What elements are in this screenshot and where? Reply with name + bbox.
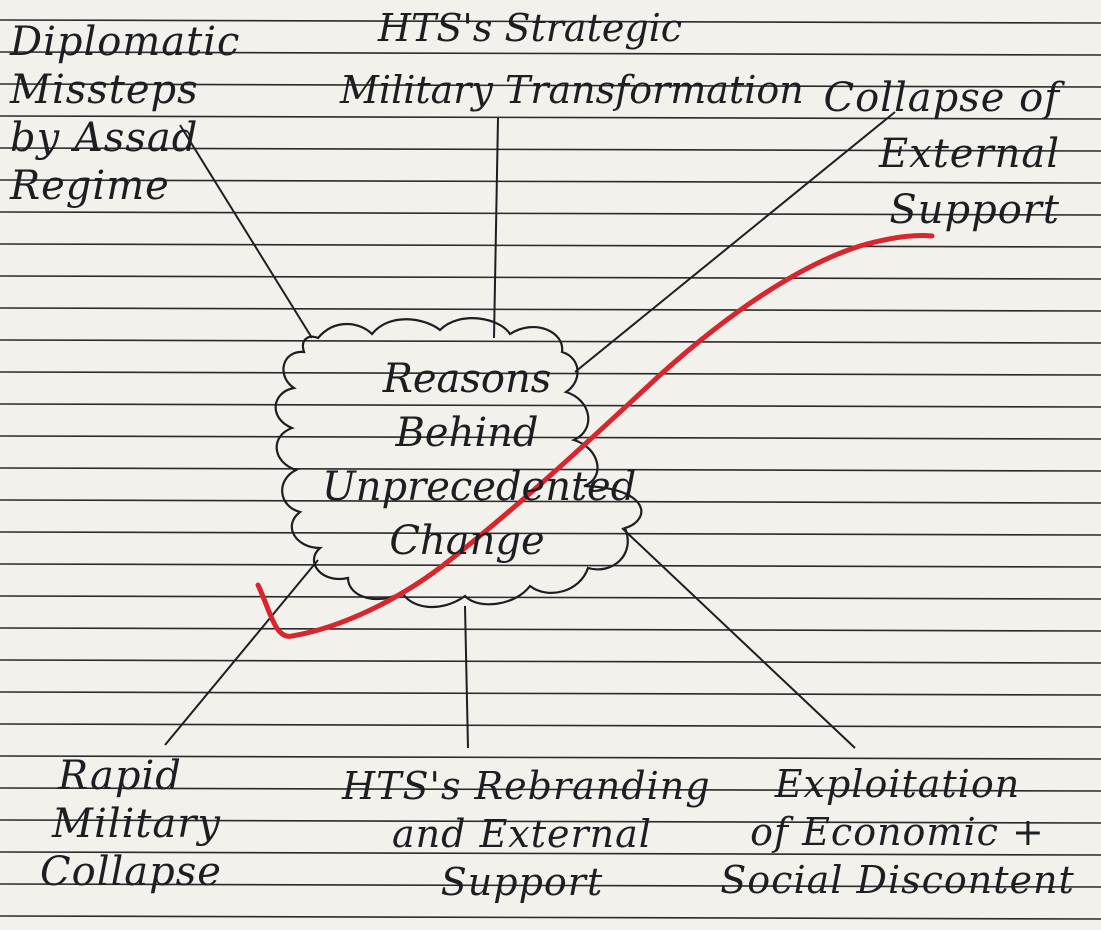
ruled-line (0, 723, 1101, 728)
ruled-line (0, 595, 1101, 600)
ruled-line (0, 275, 1101, 280)
connector-lines (164, 111, 896, 749)
connector-discontent (621, 527, 856, 749)
ruled-line (0, 179, 1101, 184)
ruled-line (0, 563, 1101, 568)
ruled-line (0, 211, 1101, 216)
center-line-2: Behind (395, 410, 539, 456)
node-line: HTS's Strategic (377, 6, 683, 50)
ruled-line (0, 371, 1101, 376)
node-line: Support (440, 860, 604, 904)
node-line: and External (392, 812, 652, 856)
node-hts-rebranding: HTS's Rebranding and External Support (342, 762, 711, 906)
node-external-support: Collapse of External Support (770, 74, 1060, 234)
ruled-line (0, 467, 1101, 472)
node-discontent: Exploitation of Economic + Social Discon… (700, 760, 1095, 904)
node-hts-strategic: HTS's Strategic Military Transformation (340, 4, 804, 114)
connector-hts-strategic (493, 117, 499, 339)
ruled-line (0, 307, 1101, 312)
node-diplomatic: Diplomatic Missteps by Assad Regime (10, 18, 250, 210)
node-line: Exploitation (774, 762, 1021, 806)
ruled-line (0, 339, 1101, 344)
connector-hts-rebranding (464, 605, 469, 749)
ruled-line (0, 819, 1101, 824)
node-line: Collapse of (823, 75, 1060, 121)
ruled-line (0, 243, 1101, 248)
ruled-line (0, 531, 1101, 536)
ruled-line (0, 755, 1101, 760)
ruled-line (0, 403, 1101, 408)
node-line: Social Discontent (720, 858, 1075, 902)
ruled-line (0, 83, 1101, 88)
ruled-line (0, 115, 1101, 120)
ruled-line (0, 499, 1101, 504)
ruled-line (0, 51, 1101, 56)
center-line-1: Reasons (382, 356, 552, 402)
center-line-3: Unprecedented (322, 464, 637, 510)
center-cloud (274, 317, 643, 609)
ruled-line (0, 147, 1101, 152)
connector-diplomatic (179, 124, 313, 339)
ruled-line (0, 883, 1101, 888)
node-line: Military Transformation (340, 68, 804, 112)
ruled-line (0, 659, 1101, 664)
node-line: Missteps (10, 67, 199, 113)
center-line-4: Change (389, 518, 545, 564)
node-line: by Assad (10, 115, 199, 161)
red-check-mark (255, 233, 935, 639)
ruled-line (0, 627, 1101, 632)
connector-external-support (574, 111, 896, 373)
center-topic: Reasons Behind Unprecedented Change (322, 352, 637, 568)
connector-military-collapse (164, 559, 319, 746)
ruled-line (0, 435, 1101, 440)
node-line: of Economic + (750, 810, 1045, 854)
node-line: Military (52, 801, 221, 847)
ruled-line (0, 915, 1101, 920)
node-line: Diplomatic (10, 19, 241, 65)
node-line: External (878, 131, 1060, 177)
node-line: Rapid (58, 753, 182, 799)
ruled-lines (0, 19, 1101, 920)
node-line: Collapse (40, 849, 222, 895)
ruled-line (0, 691, 1101, 696)
ruled-line (0, 851, 1101, 856)
node-line: Support (889, 187, 1060, 233)
ruled-line (0, 19, 1101, 24)
node-military-collapse: Rapid Military Collapse (40, 752, 290, 896)
node-line: Regime (10, 163, 170, 209)
node-line: HTS's Rebranding (342, 764, 711, 808)
ruled-line (0, 787, 1101, 792)
